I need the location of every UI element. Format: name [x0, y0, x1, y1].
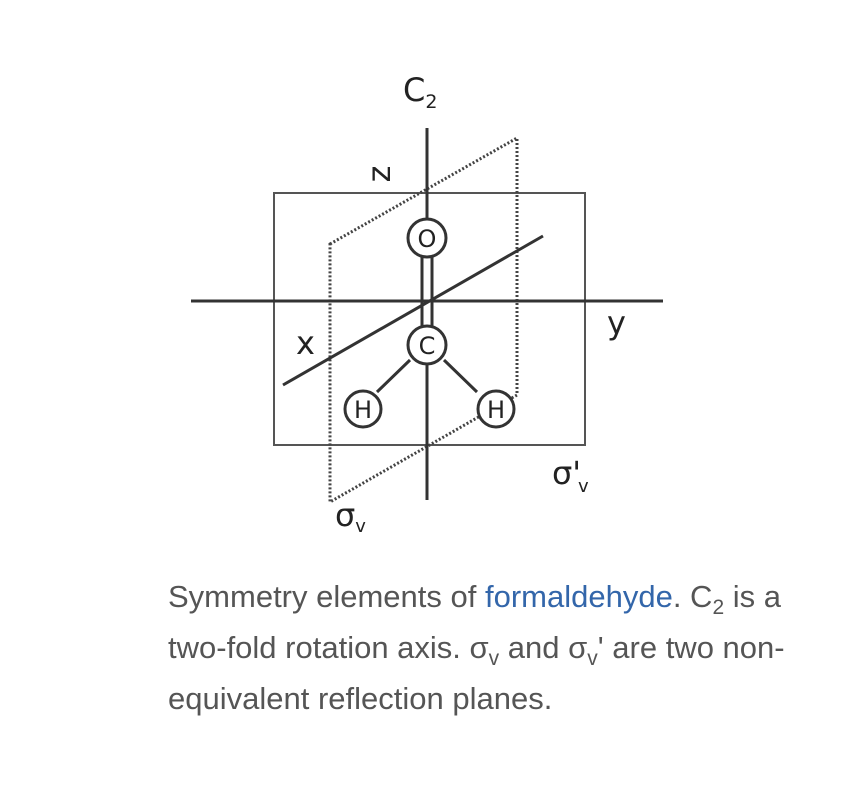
oxygen-atom: O [406, 217, 448, 259]
x-axis-line [282, 234, 544, 387]
y-axis-label: y [607, 304, 626, 342]
caption-text-3: is a two-fold rotation axis. σ [168, 579, 781, 665]
formaldehyde-symmetry-diagram: O C H H C2 z x y σv σ' v [191, 71, 663, 537]
hydrogen-atom-right: H [476, 389, 516, 429]
bond-c-h-right [442, 358, 479, 394]
caption-text-4: and σ [499, 630, 588, 665]
diagram-caption: Symmetry elements of formaldehyde. C2 is… [168, 571, 788, 724]
caption-subscript-1: 2 [712, 596, 725, 620]
sigma-v-prime-label: σ' [552, 454, 581, 492]
sigma-v-prime-plane [328, 135, 519, 505]
carbon-label: C [419, 332, 436, 360]
hydrogen-right-label: H [487, 396, 505, 424]
x-axis-label: x [296, 324, 315, 362]
sigma-v-subscript: v [355, 516, 366, 537]
caption-subscript-3: v [587, 647, 598, 671]
z-axis-label: z [360, 166, 398, 183]
formaldehyde-link[interactable]: formaldehyde [484, 579, 673, 614]
caption-text-1: Symmetry elements of [168, 579, 485, 614]
c2-axis-label: C2 [403, 71, 437, 113]
oxygen-label: O [418, 225, 437, 253]
caption-subscript-2: v [488, 647, 500, 671]
bond-c-h-left [375, 358, 412, 394]
c2-axis-subscript: 2 [425, 91, 437, 113]
sigma-v-label: σv [335, 496, 366, 537]
caption-text-5: ' are two non-equivalent reflection plan… [168, 630, 785, 716]
sigma-v-prime-subscript: v [578, 476, 589, 497]
carbon-atom: C [406, 324, 448, 366]
caption-text-2: . C [672, 579, 713, 614]
hydrogen-left-label: H [354, 396, 372, 424]
hydrogen-atom-left: H [343, 389, 383, 429]
